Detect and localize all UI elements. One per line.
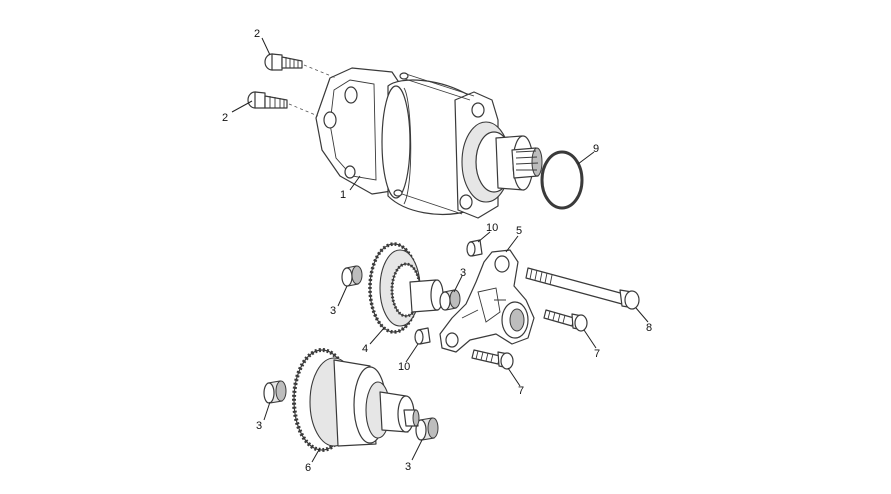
callout-8: 8 xyxy=(646,322,652,334)
o-ring xyxy=(540,150,584,210)
leader-3c xyxy=(263,401,271,421)
callout-3-a: 3 xyxy=(330,305,336,317)
callout-3-b: 3 xyxy=(460,267,466,279)
dowel-a xyxy=(466,239,483,257)
bracket-bolt-b xyxy=(471,349,514,370)
callout-7-a: 7 xyxy=(594,348,600,360)
idler-gear xyxy=(368,242,444,334)
callout-5: 5 xyxy=(516,225,522,237)
callout-1: 1 xyxy=(340,189,346,201)
bolt-starter-upper xyxy=(264,53,337,79)
callout-3-d: 3 xyxy=(405,461,411,473)
leader-2b xyxy=(231,100,253,113)
starter-drive-gear xyxy=(292,348,420,452)
callout-2-lower: 2 xyxy=(222,112,228,124)
leader-3a xyxy=(337,285,348,307)
leader-8 xyxy=(635,307,649,323)
leader-7a xyxy=(583,329,597,349)
needle-bearing-c xyxy=(263,380,287,404)
leader-3d xyxy=(411,439,423,461)
leader-10b xyxy=(405,343,419,363)
callout-2-upper: 2 xyxy=(254,28,260,40)
leader-2a xyxy=(261,37,271,56)
callout-10-b: 10 xyxy=(398,361,410,373)
needle-bearing-b xyxy=(439,289,461,311)
callout-3-c: 3 xyxy=(256,420,262,432)
dowel-b xyxy=(414,327,431,345)
needle-bearing-a xyxy=(341,265,363,287)
bolt-starter-lower xyxy=(247,91,319,117)
idler-gear-bracket xyxy=(439,249,535,353)
long-bolt xyxy=(525,267,640,310)
leader-10a xyxy=(477,231,491,243)
leader-3b xyxy=(453,275,463,293)
callout-7-b: 7 xyxy=(518,385,524,397)
leader-5 xyxy=(505,235,519,253)
leader-6 xyxy=(311,447,321,463)
leader-9 xyxy=(577,151,595,165)
callout-6: 6 xyxy=(305,462,311,474)
callout-4: 4 xyxy=(362,343,368,355)
starter-motor xyxy=(315,67,543,219)
leader-1 xyxy=(349,175,361,191)
leader-lines xyxy=(231,37,649,463)
callout-10-a: 10 xyxy=(486,222,498,234)
callout-numbers: 1 2 2 3 3 3 3 4 5 6 7 7 8 9 10 10 xyxy=(222,28,652,474)
bracket-bolt-a xyxy=(543,309,588,332)
needle-bearing-d xyxy=(415,417,439,441)
callout-9: 9 xyxy=(593,143,599,155)
leader-7b xyxy=(507,367,521,387)
leader-4 xyxy=(369,327,385,345)
